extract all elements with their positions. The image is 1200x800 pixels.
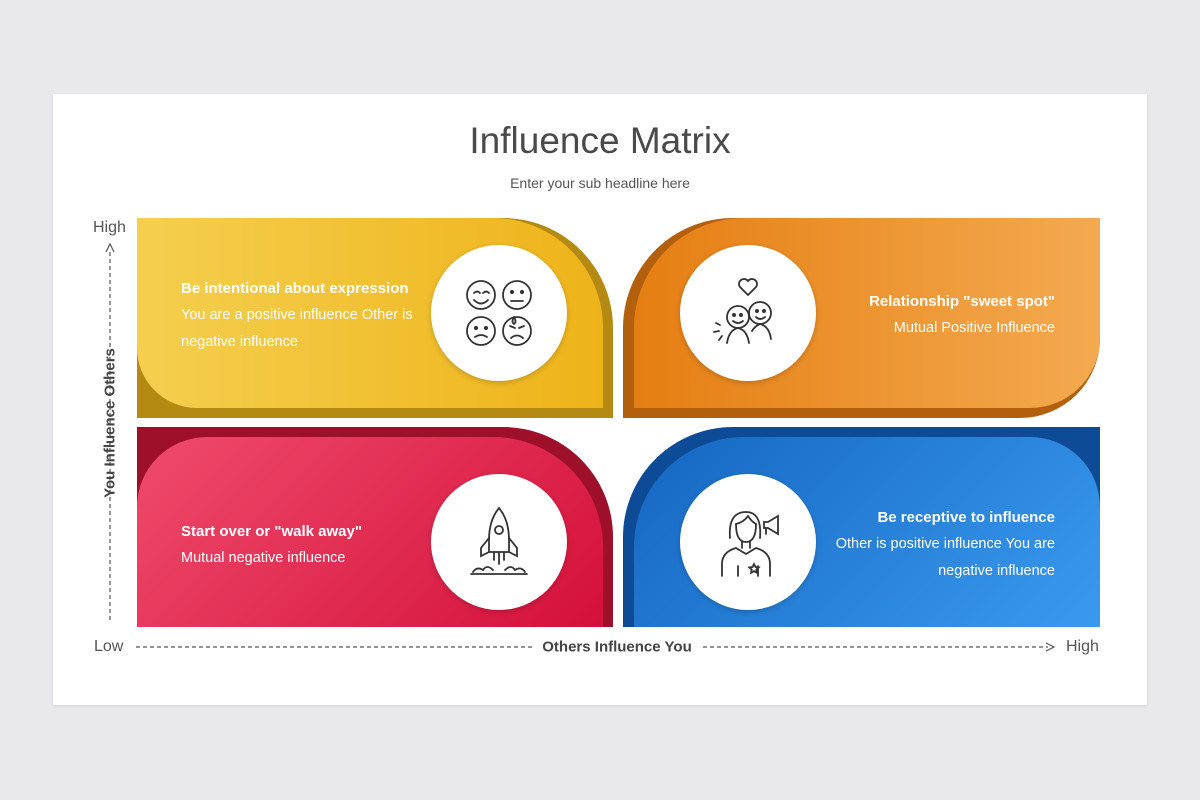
- x-axis-title: Others Influence You: [532, 638, 702, 656]
- emoji-faces-icon: [466, 280, 532, 346]
- page-subtitle: Enter your sub headline here: [510, 175, 690, 191]
- icon-circle: [431, 245, 567, 381]
- quadrant-heading: Relationship "sweet spot": [869, 293, 1055, 310]
- y-axis-arrow: [105, 242, 115, 253]
- icon-circle: [680, 245, 816, 381]
- icon-circle: [431, 474, 567, 610]
- quadrant-bottom-left: Start over or "walk away" Mutual negativ…: [137, 427, 613, 627]
- x-axis-low-label: Low: [94, 638, 124, 655]
- quadrant-heading: Start over or "walk away": [181, 523, 362, 540]
- quadrant-description: Mutual Positive Influence: [893, 320, 1055, 336]
- quadrant-heading: Be receptive to influence: [877, 509, 1055, 526]
- quadrant-face: Be intentional about expression You are …: [137, 218, 603, 408]
- quadrant-description: Mutual negative influence: [181, 550, 346, 566]
- friends-heart-icon: [713, 278, 772, 344]
- page-title: Influence Matrix: [469, 120, 731, 161]
- quadrant-text: Be intentional about expression You are …: [181, 275, 431, 356]
- x-axis-arrow: [1045, 642, 1056, 652]
- quadrant-text: Start over or "walk away" Mutual negativ…: [181, 518, 431, 572]
- x-axis-high-label: High: [1066, 638, 1099, 655]
- quadrant-heading: Be intentional about expression: [181, 280, 409, 297]
- quadrant-text: Be receptive to influence Other is posit…: [795, 504, 1055, 585]
- quadrant-text: Relationship "sweet spot" Mutual Positiv…: [795, 288, 1055, 342]
- woman-megaphone-icon: [721, 511, 779, 577]
- y-axis-high-label: High: [93, 219, 126, 236]
- quadrant-top-right: Relationship "sweet spot" Mutual Positiv…: [623, 218, 1100, 418]
- quadrant-face: Start over or "walk away" Mutual negativ…: [137, 437, 603, 627]
- quadrant-face: Relationship "sweet spot" Mutual Positiv…: [634, 218, 1100, 408]
- quadrant-description: You are a positive influence Other is ne…: [181, 307, 413, 350]
- quadrant-face: Be receptive to influence Other is posit…: [634, 437, 1100, 627]
- icon-circle: [680, 474, 816, 610]
- y-axis-title: You Influence Others: [101, 348, 119, 498]
- quadrant-description: Other is positive influence You are nega…: [835, 536, 1055, 579]
- quadrant-bottom-right: Be receptive to influence Other is posit…: [623, 427, 1100, 627]
- quadrant-top-left: Be intentional about expression You are …: [137, 218, 613, 418]
- rocket-icon: [470, 506, 528, 575]
